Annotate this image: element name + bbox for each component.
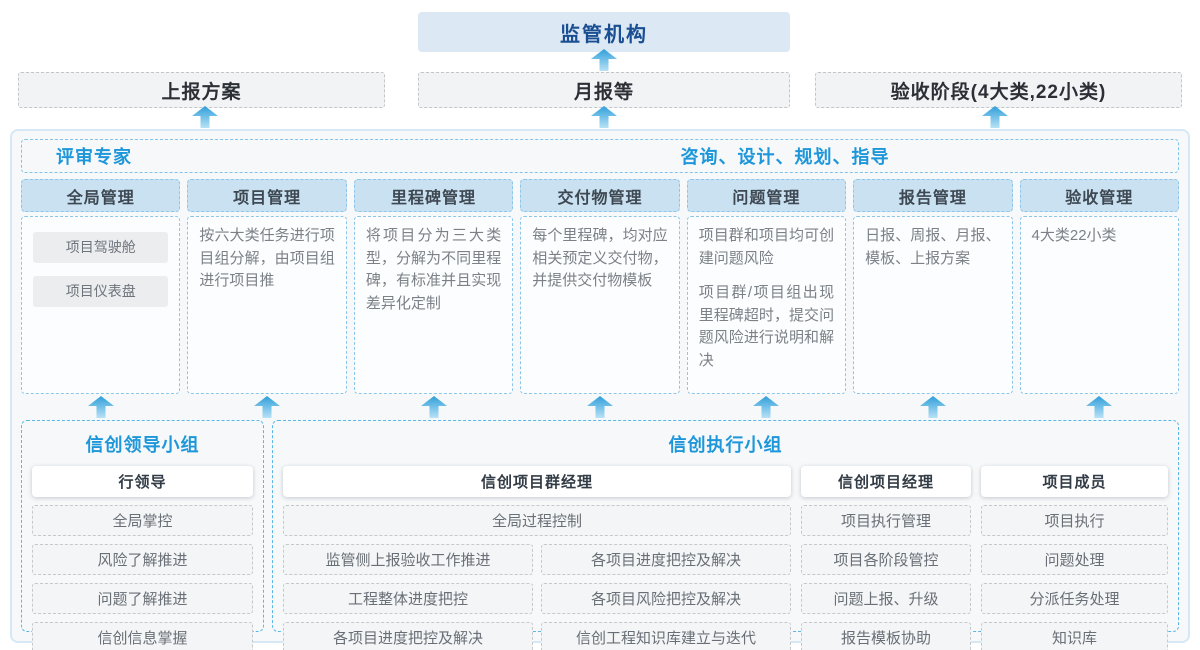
task-item: 各项目进度把控及解决 (283, 622, 533, 650)
up-arrow-icon (420, 396, 447, 418)
guidance-label: 咨询、设计、规划、指导 (680, 147, 890, 167)
column-body: 日报、周报、月报、模板、上报方案 (853, 216, 1013, 394)
column-header: 项目管理 (187, 179, 347, 212)
task-item: 知识库 (981, 622, 1168, 650)
task-item: 工程整体进度把控 (283, 583, 533, 614)
task-item: 报告模板协助 (801, 622, 971, 650)
column-issue-management: 问题管理 项目群和项目均可创建问题风险 项目群/项目组出现里程碑超时，提交问题风… (686, 179, 847, 394)
section-program-manager: 信创项目群经理 全局过程控制 监管侧上报验收工作推进 各项目进度把控及解决 工程… (283, 466, 791, 650)
task-item: 问题上报、升级 (801, 583, 971, 614)
up-arrow-icon (591, 49, 617, 71)
column-text: 日报、周报、月报、模板、上报方案 (865, 227, 1001, 267)
role-box-program-manager: 信创项目群经理 (283, 466, 791, 497)
exec-group-panel: 信创执行小组 信创项目群经理 全局过程控制 监管侧上报验收工作推进 各项目进度把… (272, 420, 1179, 650)
main-panel: 评审专家 咨询、设计、规划、指导 全局管理 项目驾驶舱 项目仪表盘 项目管理 按… (10, 129, 1190, 650)
task-item: 全局过程控制 (283, 505, 791, 536)
column-acceptance-management: 验收管理 4大类22小类 (1019, 179, 1179, 394)
column-text: 4大类22小类 (1031, 227, 1117, 244)
program-manager-task-grid: 监管侧上报验收工作推进 各项目进度把控及解决 工程整体进度把控 各项目风险把控及… (283, 536, 791, 650)
leader-group-panel: 信创领导小组 行领导 全局掌控 风险了解推进 问题了解推进 信创信息掌握 (21, 420, 264, 650)
column-text: 按六大类任务进行项目组分解，由项目组进行项目推 (199, 227, 335, 289)
task-item: 信创信息掌握 (32, 622, 253, 650)
regulator-box: 监管机构 (418, 12, 790, 52)
column-header: 验收管理 (1019, 179, 1179, 212)
task-item: 全局掌控 (32, 505, 253, 536)
up-arrow-icon (192, 106, 218, 128)
column-deliverable-management: 交付物管理 每个里程碑，均对应相关预定义交付物，并提供交付物模板 (520, 179, 680, 394)
report-box-plan: 上报方案 (18, 72, 385, 108)
column-body: 每个里程碑，均对应相关预定义交付物，并提供交付物模板 (520, 216, 680, 394)
column-project-management: 项目管理 按六大类任务进行项目组分解，由项目组进行项目推 (187, 179, 347, 394)
task-item: 各项目进度把控及解决 (541, 544, 791, 575)
expert-label: 评审专家 (56, 147, 132, 167)
exec-group-sections: 信创项目群经理 全局过程控制 监管侧上报验收工作推进 各项目进度把控及解决 工程… (283, 466, 1168, 650)
up-arrow-icon (87, 396, 114, 418)
up-arrow-icon (254, 396, 281, 418)
role-box-project-member: 项目成员 (981, 466, 1168, 497)
report-box-monthly: 月报等 (418, 72, 790, 108)
column-header: 交付物管理 (520, 179, 680, 212)
report-box-acceptance: 验收阶段(4大类,22小类) (815, 72, 1182, 108)
task-item: 信创工程知识库建立与迭代 (541, 622, 791, 650)
arrows-row (21, 394, 1179, 420)
column-text: 每个里程碑，均对应相关预定义交付物，并提供交付物模板 (532, 227, 668, 289)
section-project-manager: 信创项目经理 项目执行管理 项目各阶段管控 问题上报、升级 报告模板协助 (801, 466, 971, 650)
column-body: 按六大类任务进行项目组分解，由项目组进行项目推 (187, 216, 347, 394)
task-item: 项目执行管理 (801, 505, 971, 536)
column-header: 里程碑管理 (353, 179, 514, 212)
up-arrow-icon (753, 396, 780, 418)
column-body: 项目驾驶舱 项目仪表盘 (21, 216, 181, 394)
column-header: 报告管理 (853, 179, 1013, 212)
section-project-member: 项目成员 项目执行 问题处理 分派任务处理 知识库 (981, 466, 1168, 650)
up-arrow-icon (982, 106, 1008, 128)
expert-strip: 评审专家 咨询、设计、规划、指导 (21, 139, 1179, 173)
task-item: 各项目风险把控及解决 (541, 583, 791, 614)
task-item: 风险了解推进 (32, 544, 253, 575)
column-milestone-management: 里程碑管理 将项目分为三大类型，分解为不同里程碑，有标准并且实现差异化定制 (353, 179, 514, 394)
leader-group-title: 信创领导小组 (85, 435, 200, 455)
column-header: 问题管理 (686, 179, 847, 212)
task-item: 项目各阶段管控 (801, 544, 971, 575)
up-arrow-icon (586, 396, 613, 418)
column-text: 将项目分为三大类型，分解为不同里程碑，有标准并且实现差异化定制 (365, 227, 502, 312)
bottom-groups: 信创领导小组 行领导 全局掌控 风险了解推进 问题了解推进 信创信息掌握 信创执… (21, 420, 1179, 650)
chip-project-cockpit: 项目驾驶舱 (33, 232, 169, 263)
up-arrow-icon (919, 396, 946, 418)
column-body: 项目群和项目均可创建问题风险 项目群/项目组出现里程碑超时，提交问题风险进行说明… (686, 216, 847, 394)
column-text: 项目群和项目均可创建问题风险 (698, 227, 835, 267)
role-box-project-manager: 信创项目经理 (801, 466, 971, 497)
role-box-bank-leader: 行领导 (32, 466, 253, 497)
management-columns: 全局管理 项目驾驶舱 项目仪表盘 项目管理 按六大类任务进行项目组分解，由项目组… (21, 179, 1179, 394)
column-body: 将项目分为三大类型，分解为不同里程碑，有标准并且实现差异化定制 (353, 216, 514, 394)
column-report-management: 报告管理 日报、周报、月报、模板、上报方案 (853, 179, 1013, 394)
up-arrow-icon (591, 106, 617, 128)
column-header: 全局管理 (21, 179, 181, 212)
column-body: 4大类22小类 (1019, 216, 1179, 394)
task-item: 问题处理 (981, 544, 1168, 575)
column-global-management: 全局管理 项目驾驶舱 项目仪表盘 (21, 179, 181, 394)
exec-group-title: 信创执行小组 (668, 435, 783, 455)
task-item: 项目执行 (981, 505, 1168, 536)
task-item: 分派任务处理 (981, 583, 1168, 614)
chip-project-dashboard: 项目仪表盘 (33, 276, 169, 307)
column-text: 项目群/项目组出现里程碑超时，提交问题风险进行说明和解决 (698, 284, 835, 369)
task-item: 监管侧上报验收工作推进 (283, 544, 533, 575)
task-item: 问题了解推进 (32, 583, 253, 614)
up-arrow-icon (1086, 396, 1113, 418)
